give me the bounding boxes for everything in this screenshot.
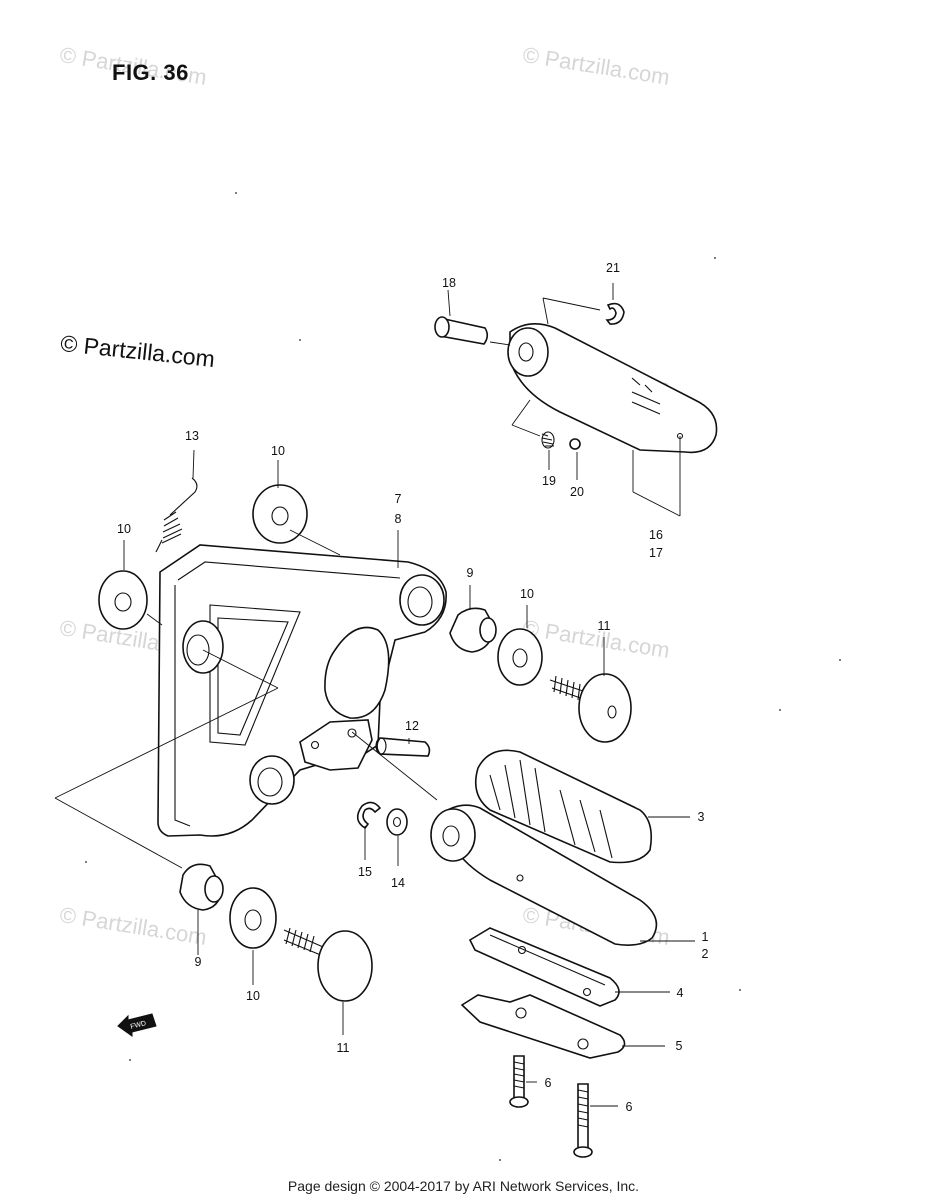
- callout-21: 21: [606, 261, 620, 275]
- washer: [252, 484, 308, 544]
- callout-11: 11: [337, 1041, 350, 1055]
- callout-4: 4: [677, 986, 684, 1000]
- callout-2: 2: [702, 947, 709, 961]
- bolt: [283, 927, 373, 1002]
- washer: [386, 808, 408, 836]
- callout-15: 15: [358, 865, 372, 879]
- callout-12: 12: [405, 719, 419, 733]
- callout-20: 20: [570, 485, 584, 499]
- spring: [541, 431, 555, 449]
- page-footer: Page design © 2004-2017 by ARI Network S…: [287, 1178, 640, 1194]
- callout-18: 18: [442, 276, 456, 290]
- callout-9: 9: [195, 955, 202, 969]
- e-ring: [356, 801, 382, 830]
- callout-17: 17: [649, 546, 663, 560]
- callout-10: 10: [246, 989, 260, 1003]
- ball: [569, 438, 581, 450]
- collar: [179, 863, 224, 911]
- pin: [434, 316, 489, 345]
- callout-1: 1: [702, 930, 709, 944]
- pin: [375, 737, 431, 757]
- footrest-rubber: [474, 749, 653, 864]
- screw: [573, 1083, 593, 1158]
- screw: [509, 1055, 529, 1108]
- callout-7: 7: [395, 492, 402, 506]
- callout-9: 9: [467, 566, 474, 580]
- fwd-label: FWD: [130, 1020, 147, 1031]
- plate: [468, 927, 620, 1007]
- callout-3: 3: [698, 810, 705, 824]
- callout-14: 14: [391, 876, 405, 890]
- leader-lines: [54, 283, 695, 1107]
- callout-11: 11: [598, 619, 611, 633]
- callout-labels: 13 10 10 7 8 9 10 11 12 3 15 14 1 2 9 4 …: [117, 261, 708, 1114]
- callout-10: 10: [520, 587, 534, 601]
- callout-19: 19: [542, 474, 556, 488]
- washer: [98, 570, 148, 630]
- callout-13: 13: [185, 429, 199, 443]
- scan-specks: [85, 192, 841, 1161]
- collar: [449, 607, 497, 653]
- callout-6: 6: [626, 1100, 633, 1114]
- bolt: [549, 673, 632, 743]
- e-ring: [605, 302, 625, 325]
- callout-16: 16: [649, 528, 663, 542]
- washer: [229, 887, 277, 949]
- forward-direction-arrow: FWD: [117, 1013, 157, 1037]
- callout-10: 10: [117, 522, 131, 536]
- passenger-footrest: [507, 323, 718, 454]
- callout-10: 10: [271, 444, 285, 458]
- washer: [497, 628, 543, 686]
- holder: [460, 994, 626, 1059]
- callout-6: 6: [545, 1076, 552, 1090]
- spring: [155, 477, 198, 553]
- footrest: [430, 804, 658, 946]
- footrest-bracket: [157, 544, 447, 837]
- callout-8: 8: [395, 512, 402, 526]
- figure-title: FIG. 36: [112, 60, 189, 85]
- callout-5: 5: [676, 1039, 683, 1053]
